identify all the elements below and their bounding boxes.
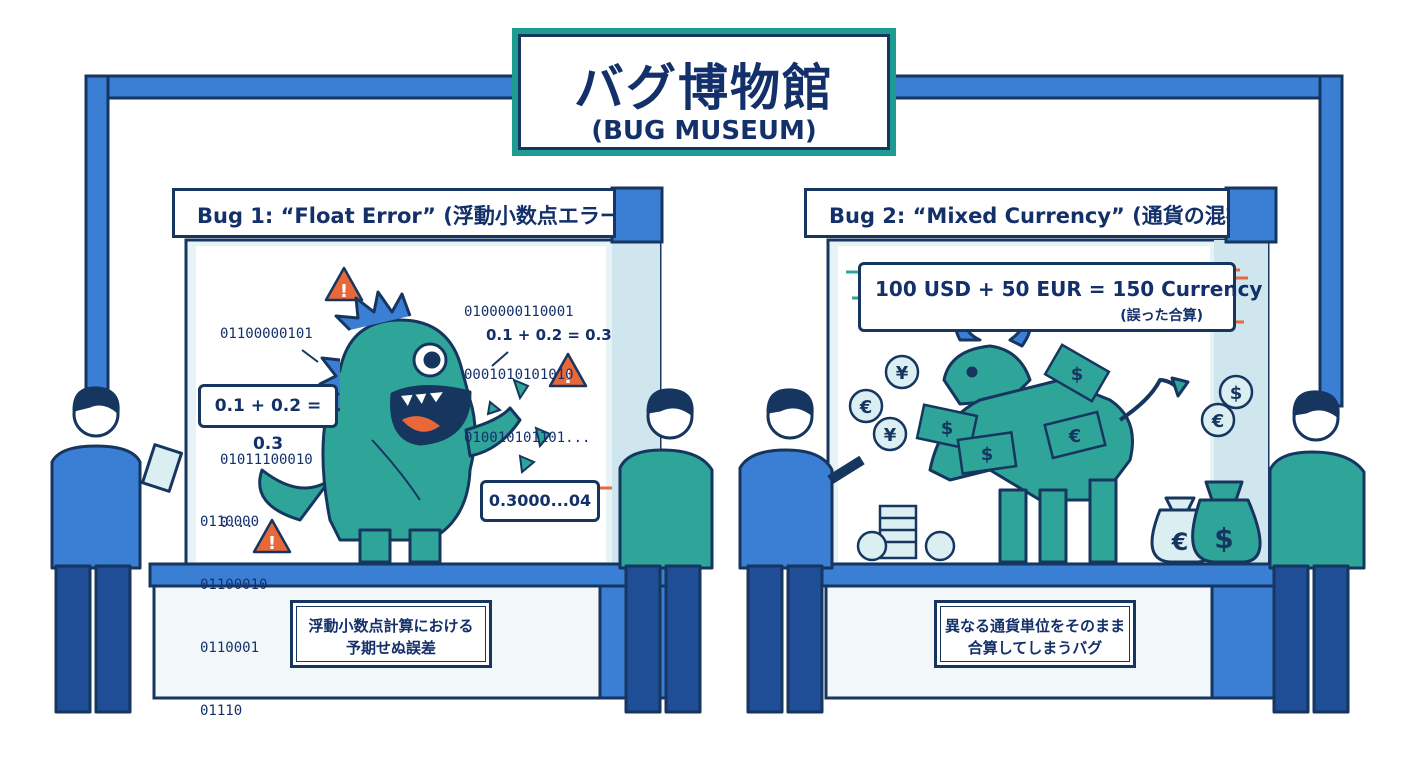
plaque-line: 異なる通貨単位をそのまま [944,617,1125,635]
binary-line: 0001010101010 [464,367,574,383]
svg-text:!: ! [340,281,348,302]
museum-title: バグ博物館 [574,59,834,117]
equation-text: 0.1 + 0.2 = 0.3 [486,326,612,344]
museum-sign: バグ博物館 (BUG MUSEUM) [512,28,896,156]
thought-lines [301,349,509,367]
currency-coins: ¥ € ¥ $ € [848,354,1254,562]
money-bills: $ $ $ € [915,343,1111,476]
svg-text:!: ! [268,533,276,554]
warning-icon: ! [548,352,588,388]
warning-icon: ! [324,266,364,302]
svg-text:!: ! [564,367,572,388]
svg-text:$: $ [981,444,994,465]
svg-text:$: $ [1214,522,1233,555]
binary-line: 010010101101... [464,430,591,446]
warning-icon: ! [252,518,292,554]
exhibit-2-label: Bug 2: “Mixed Currency” (通貨の混在) [804,188,1230,238]
binary-line: 0110000 [200,514,260,530]
binary-line: 0... [220,515,254,531]
currency-equation-bubble: 100 USD + 50 EUR = 150 Currency (誤った合算) [858,262,1262,332]
binary-line: 01100010 [200,577,268,593]
money-bags: € $ [1150,480,1262,564]
svg-text:$: $ [1071,364,1084,385]
museum-subtitle: (BUG MUSEUM) [591,116,817,146]
visitor [738,388,865,714]
binary-block: 0100000110001 0001010101010 010010101101… [464,260,590,470]
binary-line: 01011100010 [220,450,313,471]
visitor [50,386,183,714]
plaque-line: 浮動小数点計算における [308,617,474,635]
visitor [1268,390,1366,714]
binary-block: 0110000 01100010 0110001 01110 [200,470,267,743]
visitor [618,388,714,714]
svg-text:$: $ [941,418,954,439]
plaque-line: 予期せぬ誤差 [345,639,436,657]
binary-line: 0110001 [200,640,260,656]
svg-text:¥: ¥ [896,363,909,384]
plaque-line: 合算してしまうバグ [967,639,1103,657]
exhibit-2-plaque: 異なる通貨単位をそのまま 合算してしまうバグ [934,600,1136,668]
binary-line: 01100000101 [220,326,313,342]
equation-bubble: 0.1 + 0.2 = 0.3 [198,384,338,454]
svg-text:€: € [1211,411,1225,432]
svg-text:¥: ¥ [884,425,897,446]
float-monster [258,290,522,564]
exhibit-1-plaque: 浮動小数点計算における 予期せぬ誤差 [290,600,492,668]
svg-text:€: € [859,397,873,418]
svg-text:$: $ [1230,383,1243,404]
currency-equation-note: (誤った合算) [1120,308,1203,324]
binary-line: 01110 [200,703,243,719]
svg-text:€: € [1068,426,1082,447]
float-shards [486,378,552,474]
svg-text:€: € [1171,528,1189,556]
binary-line: 0100000110001 [464,304,574,320]
exhibit-1-label: Bug 1: “Float Error” (浮動小数点エラー) [172,188,616,238]
result-bubble: 0.3000...04 [480,480,600,522]
currency-equation: 100 USD + 50 EUR = 150 Currency [875,277,1263,301]
